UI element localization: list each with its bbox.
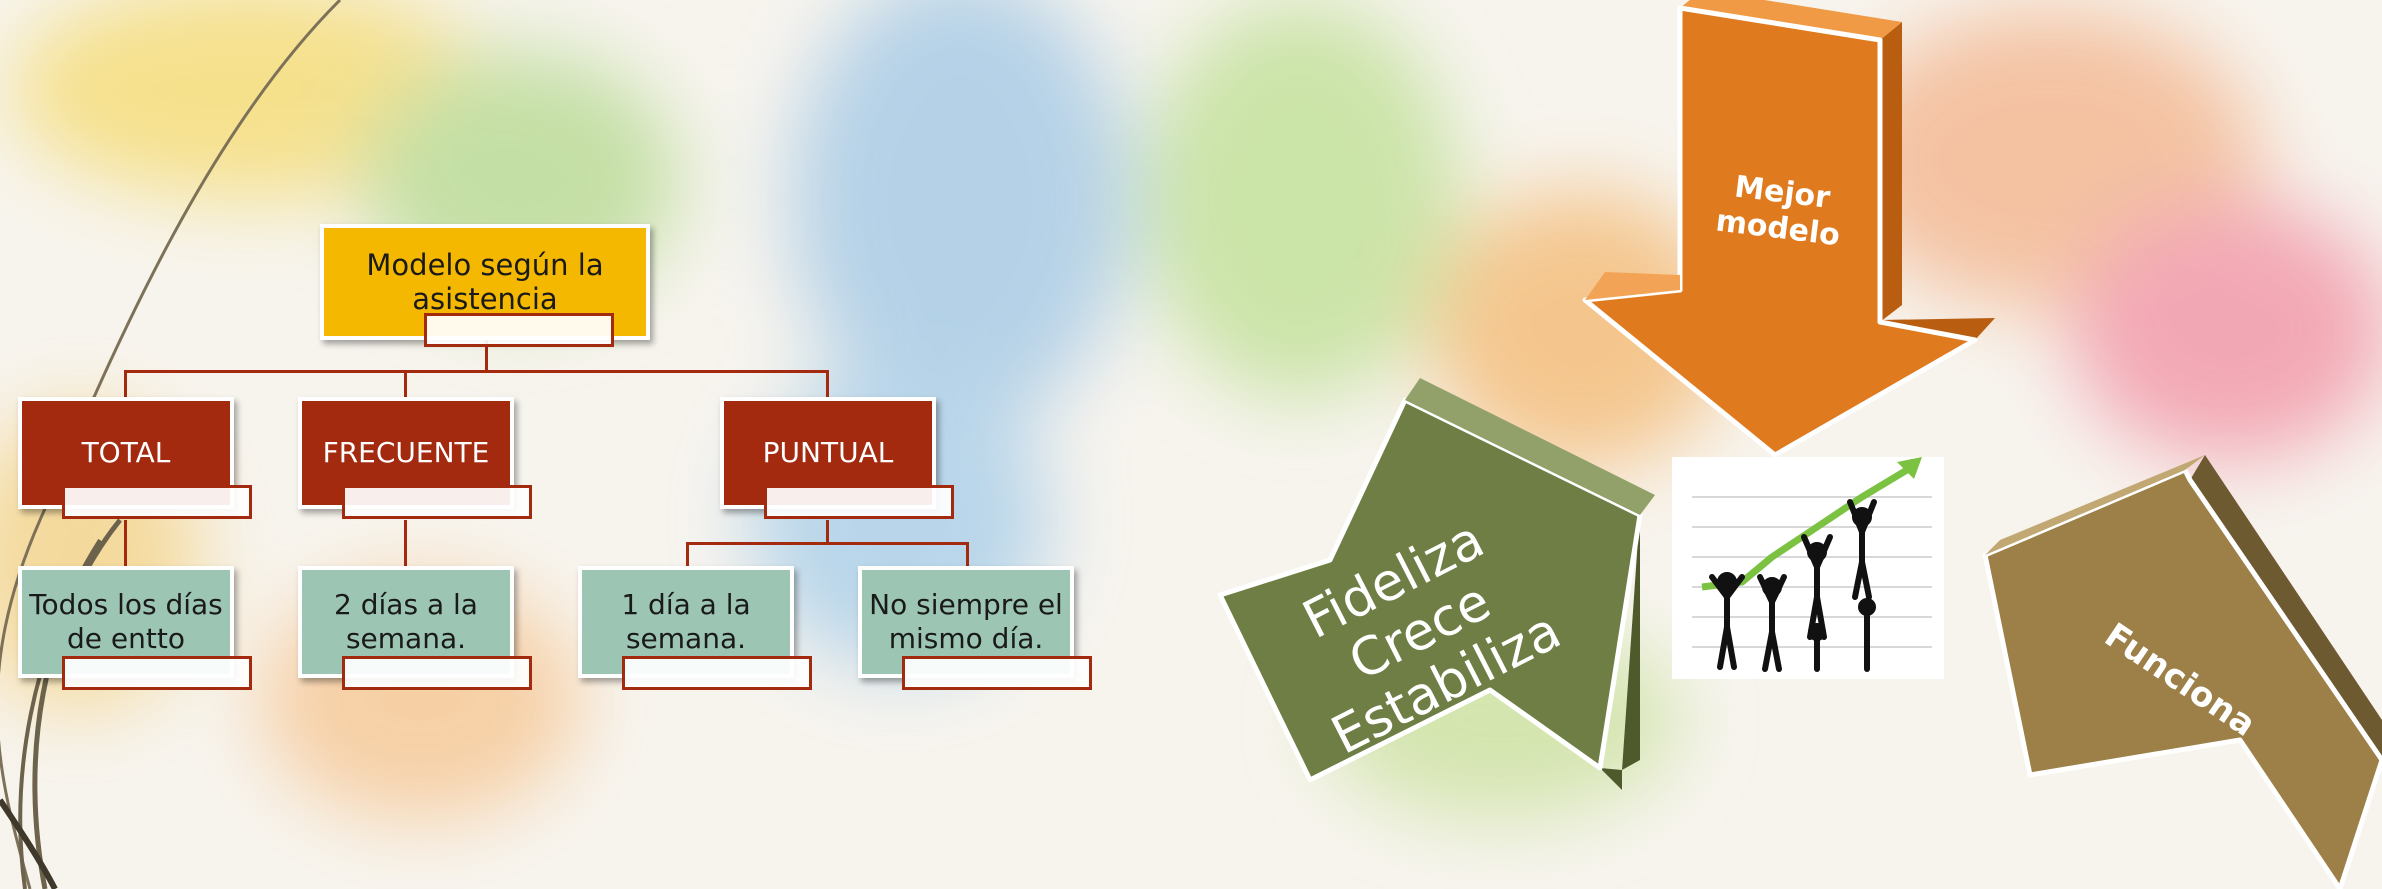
connector-puntual-down: [826, 370, 829, 400]
org-leaf-puntual-2-sublabel-box: [902, 656, 1092, 690]
arrow-right: [1217, 378, 1655, 790]
connector-total-down: [124, 370, 127, 400]
org-leaf-puntual-1-sublabel-box: [622, 656, 812, 690]
growth-chart-image: [1672, 457, 1944, 679]
org-leaf-total-sublabel-box: [62, 656, 252, 690]
org-root-sublabel-box: [424, 313, 614, 347]
connector-puntual-leaf-2: [966, 542, 969, 570]
connector-total-leaf: [124, 520, 127, 570]
org-node-total-label: TOTAL: [81, 436, 171, 469]
connector-puntual-horizontal: [686, 542, 968, 545]
connector-puntual-leaf-1: [686, 542, 689, 570]
connector-horizontal-top: [124, 370, 828, 373]
org-node-puntual-label: PUNTUAL: [762, 436, 894, 469]
org-leaf-frecuente-label: 2 días a la semana.: [334, 588, 478, 655]
org-leaf-puntual-1-label: 1 día a la semana.: [621, 588, 751, 655]
connector-frecuente-leaf: [404, 520, 407, 570]
business-people-growth-icon: [1692, 457, 1932, 672]
org-leaf-total-label: Todos los días de entto: [29, 588, 223, 655]
org-node-frecuente-label: FRECUENTE: [322, 436, 490, 469]
org-root-label: Modelo según la asistencia: [366, 248, 604, 316]
org-node-puntual-sublabel-box: [764, 485, 954, 519]
connector-frecuente-down: [404, 370, 407, 400]
org-node-frecuente-sublabel-box: [342, 485, 532, 519]
arrow-left: [1982, 455, 2382, 889]
org-leaf-puntual-2-label: No siempre el mismo día.: [869, 588, 1063, 655]
org-leaf-total: Todos los días de entto: [18, 566, 234, 678]
connector-puntual-split: [826, 520, 829, 544]
org-node-total-sublabel-box: [62, 485, 252, 519]
connector-root-down: [485, 340, 488, 370]
arrow-down: [1582, 0, 1995, 458]
org-leaf-frecuente-sublabel-box: [342, 656, 532, 690]
